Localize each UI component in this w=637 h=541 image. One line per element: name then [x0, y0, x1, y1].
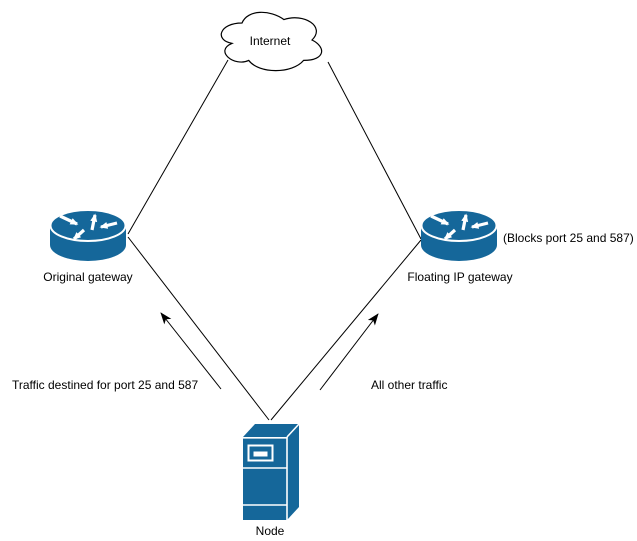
server-slot: [247, 444, 274, 462]
router-top-face: [420, 209, 498, 242]
node-server-icon: [243, 423, 300, 520]
server-silhouette: [243, 424, 299, 520]
port-25-587-traffic-label: Traffic destined for port 25 and 587: [12, 378, 199, 392]
server-edges: [243, 423, 300, 520]
router-top-face: [49, 209, 127, 242]
original-gateway-router-icon: [49, 209, 127, 261]
original-gateway-label: Original gateway: [43, 270, 133, 284]
floating-gateway-note: (Blocks port 25 and 587): [503, 231, 634, 245]
arrow-all-other-traffic: [319, 313, 379, 391]
server-slot-bar: [253, 451, 268, 457]
edge-internet-floating-gateway: [327, 61, 422, 240]
edge-original-gateway-node: [127, 236, 270, 421]
cloud-shape: [220, 11, 323, 72]
floating-gateway-label: Floating IP gateway: [407, 270, 513, 284]
internet-cloud-icon: [220, 11, 323, 72]
floating-gateway-router-icon: [420, 209, 498, 261]
router-arrows-glyph: [430, 213, 489, 241]
edge-internet-original-gateway: [127, 59, 229, 235]
all-other-traffic-label: All other traffic: [371, 378, 448, 392]
node-label: Node: [255, 524, 285, 538]
edge-floating-gateway-node: [270, 239, 422, 421]
internet-label: Internet: [249, 34, 291, 48]
arrow-port-25-587-traffic: [160, 312, 222, 390]
router-arrows-glyph: [59, 213, 118, 241]
